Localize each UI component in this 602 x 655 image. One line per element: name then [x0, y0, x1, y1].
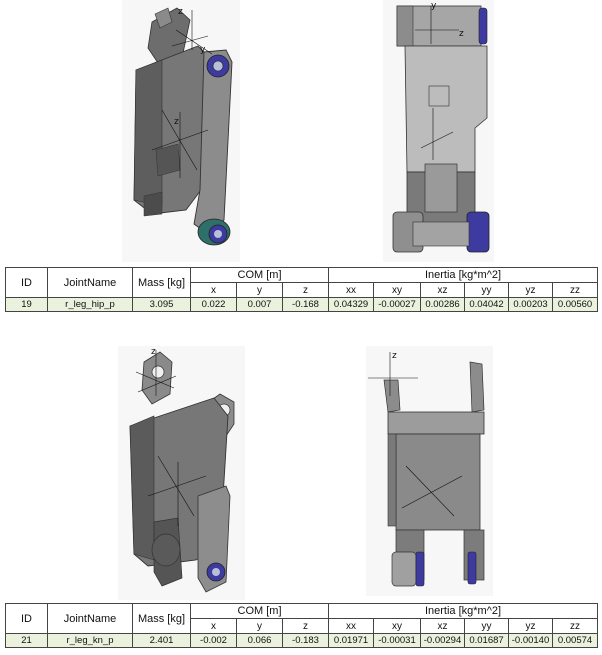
part1-iso-axis-label-3: z	[174, 117, 179, 127]
cell-inertia-yy: 0.01687	[464, 633, 509, 648]
col-inertia: Inertia [kg*m^2]	[327, 267, 599, 283]
part2-iso-view: z	[118, 346, 245, 600]
col-mass: Mass [kg]	[132, 267, 191, 298]
cell-com-x: 0.022	[190, 297, 237, 312]
cell-joint-name: r_leg_hip_p	[47, 297, 133, 312]
part1-iso-axis-label-2: y	[200, 45, 206, 55]
col-com-y: y	[236, 618, 283, 634]
part1-iso-model: z y z	[133, 7, 233, 246]
cell-inertia-zz: 0.00560	[551, 297, 599, 312]
col-inertia-zz: zz	[551, 618, 599, 634]
part2-iso-axis-label-1: z	[151, 347, 156, 357]
col-inertia-yy: yy	[464, 618, 509, 634]
cell-inertia-xy: -0.00027	[373, 297, 421, 312]
table-row: 19 r_leg_hip_p 3.095 0.022 0.007 -0.168 …	[5, 297, 599, 312]
col-inertia-xz: xz	[420, 282, 465, 298]
col-com-y: y	[236, 282, 283, 298]
cell-mass: 3.095	[132, 297, 191, 312]
cell-id: 21	[5, 633, 48, 648]
cell-com-z: -0.168	[282, 297, 329, 312]
col-com-z: z	[282, 618, 329, 634]
col-inertia-xy: xy	[373, 282, 421, 298]
col-com: COM [m]	[190, 603, 329, 619]
col-inertia-xx: xx	[328, 618, 374, 634]
part2-front-model: z	[368, 351, 485, 587]
cell-inertia-yz: -0.00140	[508, 633, 553, 648]
col-inertia-xx: xx	[328, 282, 374, 298]
col-joint-name: JointName	[47, 603, 133, 634]
col-joint-name: JointName	[47, 267, 133, 298]
part2-front-view: z	[366, 346, 493, 596]
cell-com-y: 0.066	[236, 633, 283, 648]
cell-inertia-yy: 0.04042	[464, 297, 509, 312]
col-id: ID	[5, 603, 48, 634]
cell-inertia-xx: 0.01971	[328, 633, 374, 648]
cell-inertia-xy: -0.00031	[373, 633, 421, 648]
col-inertia-yy: yy	[464, 282, 509, 298]
col-inertia-yz: yz	[508, 618, 553, 634]
cell-id: 19	[5, 297, 48, 312]
col-com-x: x	[190, 282, 237, 298]
part1-iso-axis-label-1: z	[178, 7, 183, 17]
part2-properties-table: ID JointName Mass [kg] COM [m] Inertia […	[5, 603, 599, 648]
part2-front-axis-label-1: z	[392, 351, 397, 361]
cell-inertia-xz: -0.00294	[420, 633, 465, 648]
col-inertia-zz: zz	[551, 282, 599, 298]
cell-mass: 2.401	[132, 633, 191, 648]
table-row: 21 r_leg_kn_p 2.401 -0.002 0.066 -0.183 …	[5, 633, 599, 648]
col-mass: Mass [kg]	[132, 603, 191, 634]
cell-com-z: -0.183	[282, 633, 329, 648]
cell-inertia-zz: 0.00574	[551, 633, 599, 648]
col-com: COM [m]	[190, 267, 329, 283]
cell-inertia-xz: 0.00286	[420, 297, 465, 312]
part1-front-axis-label-1: y	[431, 1, 437, 11]
part1-front-view: y z	[383, 0, 494, 262]
cell-inertia-xx: 0.04329	[328, 297, 374, 312]
col-inertia-xz: xz	[420, 618, 465, 634]
part1-front-axis-label-2: z	[459, 29, 464, 39]
col-id: ID	[5, 267, 48, 298]
cell-inertia-yz: 0.00203	[508, 297, 553, 312]
part2-iso-model: z	[129, 347, 235, 593]
col-inertia-xy: xy	[373, 618, 421, 634]
cell-com-y: 0.007	[236, 297, 283, 312]
col-inertia: Inertia [kg*m^2]	[327, 603, 599, 619]
part1-front-model: y z	[392, 1, 490, 253]
part1-iso-view: z y z	[122, 0, 240, 262]
col-com-z: z	[282, 282, 329, 298]
col-com-x: x	[190, 618, 237, 634]
part1-properties-table: ID JointName Mass [kg] COM [m] Inertia […	[5, 267, 599, 312]
col-inertia-yz: yz	[508, 282, 553, 298]
cell-joint-name: r_leg_kn_p	[47, 633, 133, 648]
cell-com-x: -0.002	[190, 633, 237, 648]
